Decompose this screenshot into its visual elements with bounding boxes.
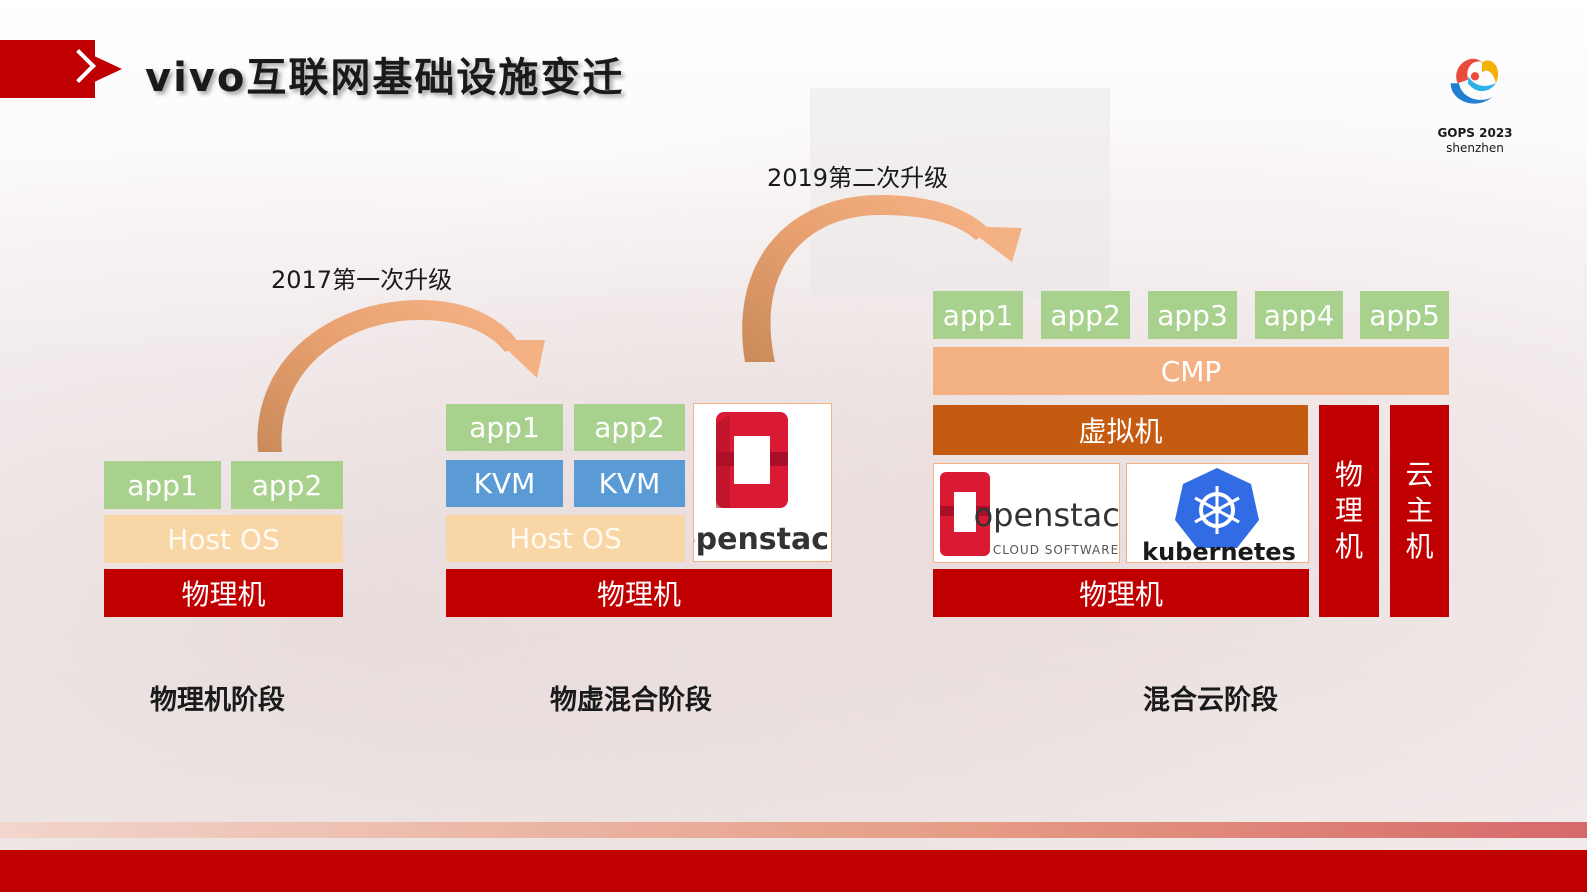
gops-logo [1450, 58, 1499, 104]
stage3-app5: app5 [1360, 291, 1449, 339]
stage2-physical: 物理机 [446, 569, 832, 617]
stage3-app3: app3 [1148, 291, 1237, 339]
stage3-app4: app4 [1255, 291, 1343, 339]
bottom-gradient-strip [0, 822, 1587, 838]
stage1-app2: app2 [231, 461, 343, 509]
stage1-physical: 物理机 [104, 569, 343, 617]
arrow-label-2: 2019第二次升级 [767, 164, 949, 192]
stage1-host-os: Host OS [104, 515, 343, 563]
upgrade-arrow-2-head [964, 226, 1022, 262]
upgrade-arrow-1-head [497, 340, 545, 378]
arrow-label-1: 2017第一次升级 [271, 266, 453, 294]
stage3-kubernetes-logo: kubernetes [1126, 463, 1309, 566]
stage2-kvm2: KVM [574, 460, 685, 507]
stage2-app1: app1 [446, 404, 563, 451]
stage3-side-cloud: 云主机 [1390, 405, 1449, 617]
logo-line2: shenzhen [1446, 141, 1504, 155]
stage3-vm: 虚拟机 [933, 405, 1308, 455]
stage3-label: 混合云阶段 [1143, 685, 1278, 716]
stage2-kvm1: KVM [446, 460, 563, 507]
stage3-side-physical: 物理机 [1319, 405, 1379, 617]
stage3-app1: app1 [933, 291, 1023, 339]
stage2-label: 物虚混合阶段 [550, 685, 712, 716]
background-screen [810, 88, 1110, 298]
side-physical-text: 物理机 [1335, 457, 1363, 565]
openstack-wordmark: openstack [694, 522, 831, 557]
stage2-openstack-logo: openstack [675, 403, 850, 562]
openstack-wordmark: openstack [974, 496, 1119, 534]
title-chevron-shape [60, 40, 122, 98]
openstack-icon: openstack CLOUD SOFTWARE [940, 472, 1139, 557]
logo-line1: GOPS 2023 [1437, 126, 1513, 140]
kubernetes-wordmark: kubernetes [1142, 538, 1296, 562]
stage3-openstack-logo: openstack CLOUD SOFTWARE [933, 463, 1139, 563]
stage1-label: 物理机阶段 [150, 685, 285, 716]
stage1-app1: app1 [104, 461, 221, 509]
stage2-app2: app2 [574, 404, 685, 451]
stage3-physical: 物理机 [933, 569, 1309, 617]
openstack-icon: openstack [675, 412, 850, 557]
upgrade-arrow-2 [742, 195, 990, 362]
page-title: vivo互联网基础设施变迁 [145, 55, 625, 101]
stage3-app2: app2 [1041, 291, 1130, 339]
side-cloud-text: 云主机 [1405, 457, 1433, 565]
bottom-red-strip [0, 850, 1587, 892]
upgrade-arrow-1 [257, 300, 520, 452]
vertical-char: 机 [1334, 530, 1363, 563]
stage3-cmp: CMP [933, 347, 1449, 395]
openstack-subtitle: CLOUD SOFTWARE [993, 543, 1119, 557]
kubernetes-icon: kubernetes [1142, 468, 1296, 566]
vertical-char: 主 [1405, 494, 1434, 527]
vertical-char: 理 [1334, 494, 1363, 527]
vertical-char: 物 [1334, 458, 1363, 491]
vertical-char: 云 [1405, 458, 1434, 491]
vertical-char: 机 [1405, 530, 1434, 563]
stage2-host-os: Host OS [446, 515, 685, 562]
